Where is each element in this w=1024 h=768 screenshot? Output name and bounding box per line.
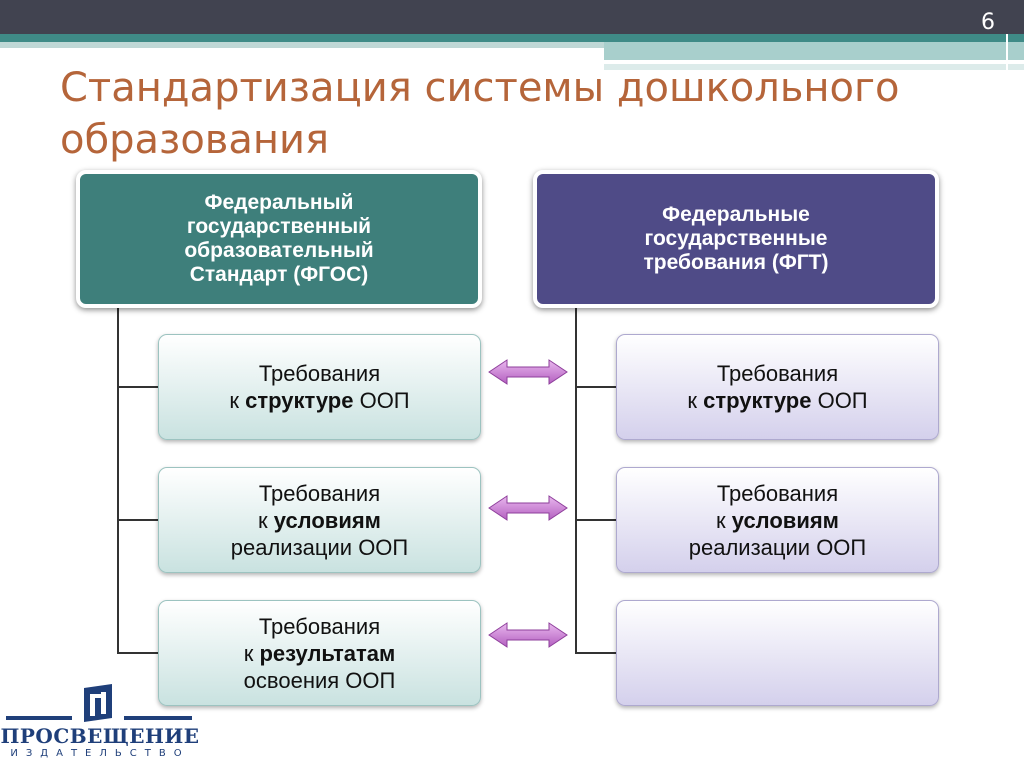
accent-stripe-light bbox=[0, 42, 604, 48]
fgt-header-line: требования (ФГТ) bbox=[643, 251, 829, 274]
double-arrow-icon bbox=[488, 359, 568, 385]
fgt-empty-box bbox=[616, 600, 939, 706]
logo-subtitle: ИЗДАТЕЛЬСТВО bbox=[10, 748, 190, 759]
double-arrow-icon bbox=[488, 495, 568, 521]
req-keyword: результатам bbox=[259, 640, 396, 666]
fgos-header-box: Федеральный государственный образователь… bbox=[76, 170, 482, 308]
req-line: к результатам bbox=[243, 640, 396, 666]
right-tree-line bbox=[575, 308, 577, 653]
fgt-conditions-box: Требования к условиям реализации ООП bbox=[616, 467, 939, 573]
accent-stripe bbox=[0, 34, 1024, 42]
prosveshchenie-logo-icon bbox=[6, 684, 192, 722]
req-keyword: условиям bbox=[731, 507, 839, 533]
req-keyword: структуре bbox=[245, 388, 354, 413]
right-branch-3 bbox=[575, 652, 617, 654]
req-line: к условиям bbox=[258, 507, 381, 533]
right-branch-1 bbox=[575, 386, 617, 388]
req-line: Требования bbox=[258, 613, 381, 639]
logo-wordmark: ПРОСВЕЩЕНИЕ bbox=[0, 724, 200, 748]
fgt-header-line: Федеральные bbox=[662, 203, 810, 226]
req-line: к условиям bbox=[716, 507, 839, 533]
double-arrow-icon bbox=[488, 622, 568, 648]
req-line: к структуре ООП bbox=[229, 388, 410, 413]
accent-stripe-bottom bbox=[604, 64, 1024, 70]
req-line: освоения ООП bbox=[243, 667, 396, 693]
req-line: Требования bbox=[258, 361, 381, 386]
req-line: Требования bbox=[258, 480, 381, 506]
accent-stripe-gap bbox=[604, 60, 948, 64]
top-bar bbox=[0, 0, 1024, 34]
right-branch-2 bbox=[575, 519, 617, 521]
left-branch-1 bbox=[117, 386, 159, 388]
accent-divider bbox=[1006, 34, 1008, 70]
req-keyword: структуре bbox=[703, 388, 812, 413]
fgt-header-line: государственные bbox=[644, 227, 828, 250]
fgos-conditions-box: Требования к условиям реализации ООП bbox=[158, 467, 481, 573]
req-line: Требования bbox=[716, 480, 839, 506]
slide-title: Стандартизация системы дошкольного образ… bbox=[60, 65, 900, 163]
fgos-results-box: Требования к результатам освоения ООП bbox=[158, 600, 481, 706]
fgos-header-line: образовательный bbox=[184, 239, 374, 262]
req-line: Требования bbox=[716, 361, 839, 386]
fgos-header-line: Федеральный bbox=[204, 191, 354, 214]
req-keyword: условиям bbox=[273, 507, 381, 533]
accent-stripe-right bbox=[604, 42, 1024, 60]
req-line: реализации ООП bbox=[230, 534, 409, 560]
fgos-structure-box: Требования к структуре ООП bbox=[158, 334, 481, 440]
fgt-header-box: Федеральные государственные требования (… bbox=[533, 170, 939, 308]
req-line: реализации ООП bbox=[688, 534, 867, 560]
fgos-header-line: Стандарт (ФГОС) bbox=[189, 263, 369, 286]
fgos-header-line: государственный bbox=[186, 215, 372, 238]
fgt-structure-box: Требования к структуре ООП bbox=[616, 334, 939, 440]
req-line: к структуре ООП bbox=[687, 388, 868, 413]
left-branch-2 bbox=[117, 519, 159, 521]
left-tree-line bbox=[117, 308, 119, 653]
left-branch-3 bbox=[117, 652, 159, 654]
slide-number: 6 bbox=[981, 10, 995, 35]
